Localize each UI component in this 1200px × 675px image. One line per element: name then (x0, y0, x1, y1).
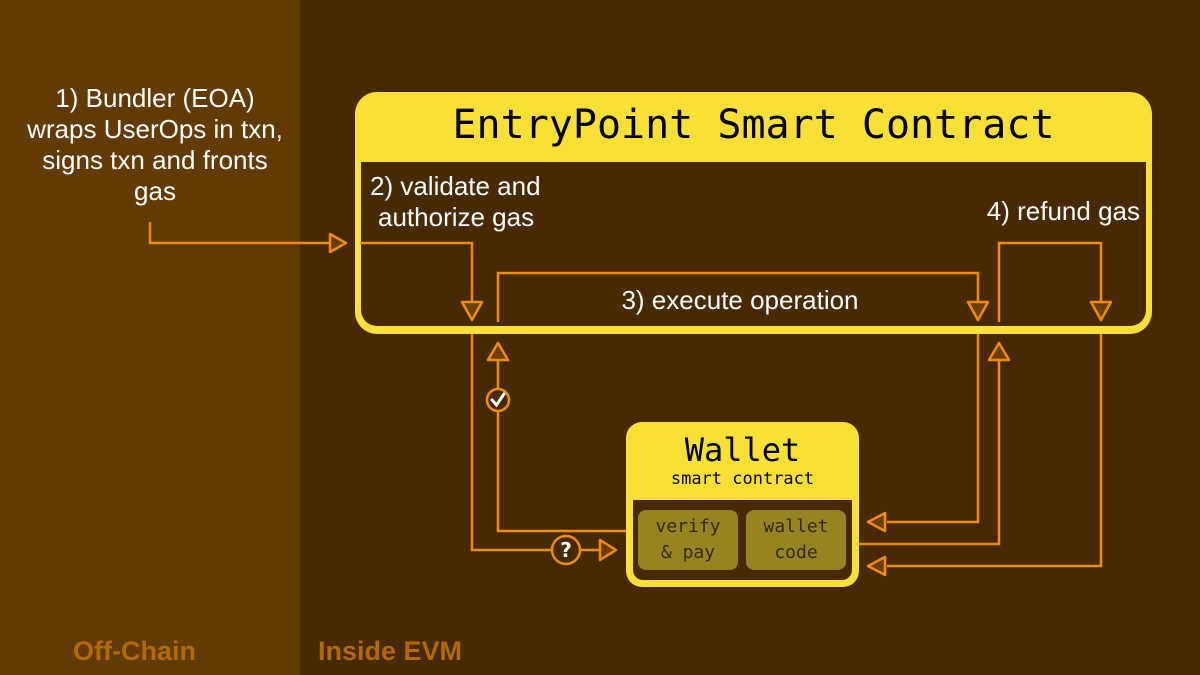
arrowhead-left-execute (866, 511, 887, 533)
step2-line2: authorize gas (378, 202, 535, 232)
arrowhead-up-refund (987, 341, 1011, 362)
arrowhead-left-refund (866, 555, 887, 577)
arrowhead-right-entrypoint (328, 232, 348, 254)
walletcode-module-line2: code (774, 542, 818, 563)
step2-validate-text: 2) validate and authorize gas (370, 171, 541, 233)
wallet-title: Wallet (684, 431, 801, 469)
offchain-label: Off-Chain (73, 636, 196, 666)
check-icon (490, 392, 506, 408)
question-badge: ? (550, 534, 582, 566)
entrypoint-title: EntryPoint Smart Contract (452, 102, 1055, 148)
wallet-body: verify & pay wallet code (633, 500, 852, 580)
offchain-region (0, 0, 300, 675)
bundler-to-entrypoint-line (148, 222, 332, 245)
wallet-contract-box: Wallet smart contract verify & pay walle… (626, 422, 859, 587)
wallet-to-refund-line (859, 360, 1001, 546)
wallet-subtitle: smart contract (670, 469, 815, 489)
execute-to-wallet-line (887, 334, 980, 524)
step1-bundler-text: 1) Bundler (EOA) wraps UserOps in txn, s… (27, 83, 283, 206)
arrowhead-up-verify-return (486, 341, 510, 362)
validate-to-wallet-line (470, 334, 555, 552)
step2-line1: 2) validate and (370, 171, 541, 201)
arrowhead-right-to-verify (598, 538, 618, 562)
evm-label: Inside EVM (318, 636, 463, 666)
refund-line (997, 241, 1103, 322)
refund-to-wallet-line (887, 334, 1103, 568)
verify-return-line (496, 411, 626, 533)
arrowhead-down-validate (460, 300, 484, 322)
execute-line (496, 271, 980, 322)
verify-module-line2: & pay (660, 542, 716, 563)
verify-module-line1: verify (655, 516, 721, 537)
walletcode-module-line1: wallet (763, 516, 829, 537)
wallet-code-module: wallet code (746, 510, 846, 570)
arrowhead-down-refund (1089, 300, 1113, 322)
arrowhead-down-execute (966, 300, 990, 322)
step4-refund-text: 4) refund gas (986, 196, 1140, 226)
check-badge (485, 387, 511, 413)
verify-pay-module: verify & pay (638, 510, 738, 570)
question-mark-text: ? (560, 538, 572, 562)
validate-line (360, 241, 474, 302)
step3-execute-text: 3) execute operation (621, 285, 859, 315)
